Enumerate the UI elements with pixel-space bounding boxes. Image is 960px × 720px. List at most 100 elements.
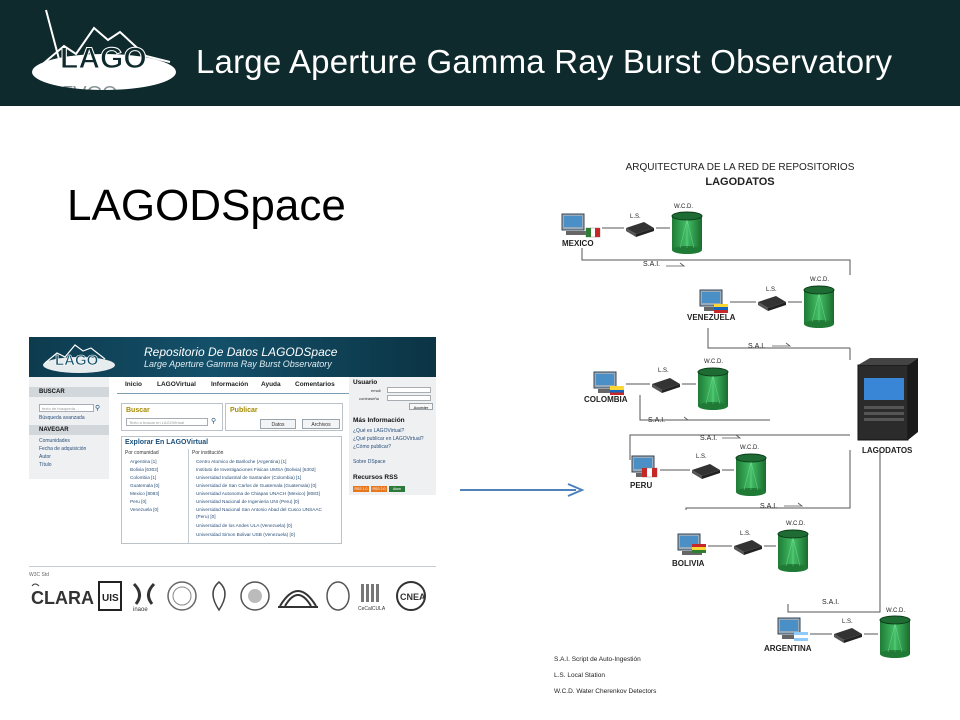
institution-item[interactable]: Instituto de Investigaciones Fisicas UMS…: [196, 467, 316, 472]
uis-logo: UIS: [98, 581, 122, 611]
atom-badge[interactable]: Atom: [389, 486, 405, 492]
institution-item[interactable]: Universidad Simon Bolivar USB (Venezuela…: [196, 532, 295, 537]
diagram-subtitle: LAGODATOS: [705, 176, 774, 188]
nav-link-comunidades[interactable]: Comunidades: [39, 438, 70, 444]
email-field[interactable]: [387, 387, 431, 393]
architecture-diagram: ARQUITECTURA DE LA RED DE REPOSITORIOS L…: [554, 162, 918, 695]
community-colombia[interactable]: Colombia [1]: [130, 475, 157, 480]
sai-label: S.A.I.: [748, 343, 765, 350]
wcd-label: W.C.D.: [886, 608, 905, 614]
ls-label: L.S.: [630, 214, 641, 220]
usb-logo: [212, 581, 226, 612]
diagram-title: ARQUITECTURA DE LA RED DE REPOSITORIOS: [626, 162, 855, 173]
legend-sai: S.A.I. Script de Auto-Ingestión: [554, 656, 641, 663]
community-peru[interactable]: Peru [0]: [130, 499, 147, 504]
sidebar-search-input[interactable]: texto de búsqueda ...: [39, 404, 94, 412]
site-label-venezuela: VENEZUELA: [687, 313, 736, 322]
col-comunidad-heading: Por comunidad: [125, 450, 159, 456]
site-subtitle: Large Aperture Gamma Ray Burst Observato…: [144, 359, 332, 369]
slide-title: LAGODSpace: [67, 181, 346, 230]
institution-item[interactable]: Universidad Autonoma de Chiapas UNACH (M…: [196, 491, 320, 496]
site-label-peru: PERU: [630, 481, 652, 490]
usuario-heading: Usuario: [353, 379, 378, 386]
nav-comentarios[interactable]: Comentarios: [295, 381, 335, 388]
datos-button[interactable]: Datos: [260, 419, 296, 429]
nav-inicio[interactable]: Inicio: [125, 381, 142, 388]
wcd-label: W.C.D.: [740, 445, 759, 451]
community-guatemala[interactable]: Guatemala [0]: [130, 483, 160, 488]
legend-ls: L.S. Local Station: [554, 672, 605, 679]
nav-lagovirtual[interactable]: LAGOVirtual: [157, 381, 196, 388]
site-right-sidebar: Usuario email contraseña Acceder Más Inf…: [349, 377, 436, 495]
rss-badge[interactable]: RSS 1.0: [353, 486, 369, 492]
site-title: Repositorio De Datos LAGODSpace: [144, 345, 338, 359]
unam-seal-logo: [167, 581, 197, 611]
main-search-input[interactable]: Texto a buscar en LAGOVirtual: [126, 418, 208, 426]
info-link[interactable]: ¿Qué es LAGOVirtual?: [353, 428, 405, 434]
explorar-panel: Explorar En LAGOVirtual Por comunidad Po…: [121, 436, 342, 544]
ls-label: L.S.: [740, 531, 751, 537]
col-institucion-heading: Por institución: [192, 450, 224, 456]
ls-label: L.S.: [696, 454, 707, 460]
dspace-screenshot: LAGO Repositorio De Datos LAGODSpace Lar…: [29, 337, 436, 619]
nav-informacion[interactable]: Información: [211, 381, 249, 388]
site-nav: Inicio LAGOVirtual Información Ayuda Com…: [117, 377, 349, 393]
right-arrow-icon: [460, 483, 585, 497]
sai-label: S.A.I.: [648, 417, 665, 424]
community-mexico[interactable]: Mexico [8083]: [130, 491, 160, 496]
info-link[interactable]: ¿Qué publicar en LAGOVirtual?: [353, 436, 424, 442]
rss-heading: Recursos RSS: [353, 474, 398, 481]
email-label: email: [371, 388, 381, 393]
site-logo: LAGO: [43, 344, 115, 373]
site-label-bolivia: BOLIVIA: [672, 559, 705, 568]
community-argentina[interactable]: Argentina [1]: [130, 459, 157, 464]
community-bolivia[interactable]: Bolivia [6302]: [130, 467, 159, 472]
wcd-label: W.C.D.: [674, 204, 693, 210]
advanced-search-link[interactable]: Búsqueda avanzada: [39, 415, 85, 421]
password-field[interactable]: [387, 395, 431, 401]
info-link[interactable]: ¿Cómo publicar?: [353, 444, 392, 450]
mas-info-heading: Más Información: [353, 417, 405, 424]
lagodatos-server-icon: [857, 358, 918, 441]
wcd-label: W.C.D.: [786, 521, 805, 527]
institution-item[interactable]: Universidad de San Carlos de Guatemala (…: [196, 483, 317, 488]
cnea-logo: CNEA: [396, 581, 426, 611]
about-dspace-link[interactable]: Sobre DSpace: [353, 459, 386, 465]
login-button[interactable]: Acceder: [409, 403, 433, 410]
server-label: LAGODATOS: [862, 446, 913, 455]
rss-badge[interactable]: RSS 2.0: [371, 486, 387, 492]
institution-item[interactable]: Universidad Industrial de Santander (Col…: [196, 475, 302, 480]
svg-text:inaoe: inaoe: [133, 607, 148, 612]
navegar-heading: NAVEGAR: [29, 425, 109, 435]
password-label: contraseña: [359, 396, 379, 401]
site-left-sidebar: BUSCAR texto de búsqueda ... ⚲ Búsqueda …: [29, 377, 109, 479]
ula-seal-logo: [240, 581, 270, 611]
w3c-label: W3C Std: [29, 572, 50, 578]
explorar-heading: Explorar En LAGOVirtual: [125, 439, 209, 446]
nav-link-titulo[interactable]: Título: [39, 462, 52, 468]
search-icon[interactable]: ⚲: [211, 418, 217, 425]
wcd-label: W.C.D.: [704, 359, 723, 365]
nav-link-autor[interactable]: Autor: [39, 454, 51, 460]
institution-item[interactable]: Universidad de los Andes ULA (Venezuela)…: [196, 523, 292, 528]
archivos-button[interactable]: Archivos: [302, 419, 340, 429]
site-label-colombia: COLOMBIA: [584, 395, 628, 404]
site-banner: LAGO Repositorio De Datos LAGODSpace Lar…: [29, 337, 436, 377]
svg-text:LAGO: LAGO: [62, 81, 118, 102]
community-venezuela[interactable]: Venezuela [0]: [130, 507, 159, 512]
column-divider: [188, 449, 189, 543]
sai-label: S.A.I.: [760, 503, 777, 510]
institution-item[interactable]: Centro Atomico de Bariloche (Argentina) …: [196, 459, 287, 464]
logo-text: LAGO: [60, 42, 147, 75]
buscar-box: Buscar Texto a buscar en LAGOVirtual ⚲: [121, 403, 223, 431]
institution-item[interactable]: (Peru) [0]: [196, 514, 216, 519]
search-icon[interactable]: ⚲: [95, 405, 101, 412]
svg-text:UIS: UIS: [102, 593, 119, 604]
institution-item[interactable]: Universidad Nacional San Antonio Abad de…: [196, 507, 322, 512]
nav-link-fecha[interactable]: Fecha de adquisición: [39, 446, 87, 452]
nav-ayuda[interactable]: Ayuda: [261, 381, 281, 388]
legend-wcd: W.C.D. Water Cherenkov Detectors: [554, 688, 657, 695]
site-label-argentina: ARGENTINA: [764, 644, 812, 653]
publicar-box: Publicar Datos Archivos: [225, 403, 343, 431]
institution-item[interactable]: Universidad Nacional de Ingenieria UNI (…: [196, 499, 299, 504]
